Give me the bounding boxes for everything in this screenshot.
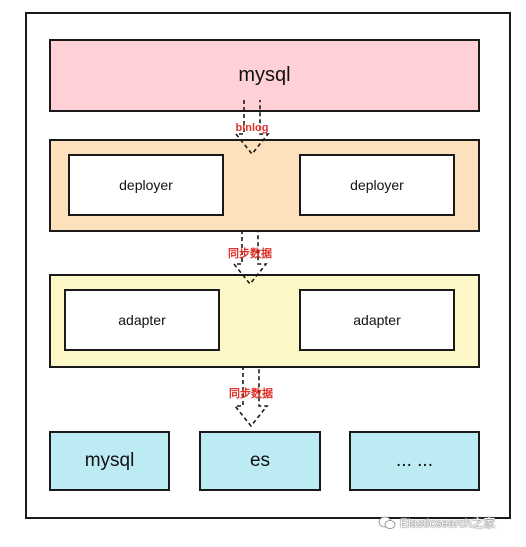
deployer-label-right: deployer — [350, 177, 404, 193]
arrow-label-binlog: binlog — [235, 122, 269, 134]
arrow-label-sync-2: 同步数据 — [229, 388, 273, 400]
deployer-box-left: deployer — [68, 154, 224, 216]
adapter-box-right: adapter — [299, 289, 455, 351]
wechat-icon — [378, 516, 396, 529]
adapter-box-left: adapter — [64, 289, 220, 351]
target-es-box: es — [199, 431, 321, 491]
deployer-box-right: deployer — [299, 154, 455, 216]
target-mysql-box: mysql — [49, 431, 170, 491]
target-es-label: es — [249, 450, 271, 471]
arrow-sync-2 — [233, 366, 269, 428]
watermark: Elasticsearch之家 — [378, 514, 495, 531]
arrow-sync-1 — [232, 230, 268, 286]
arrow-label-sync-1: 同步数据 — [228, 248, 272, 260]
adapter-label-left: adapter — [118, 312, 166, 328]
arrow-binlog — [234, 100, 270, 156]
target-more-label: ... ... — [396, 450, 433, 471]
target-more-box: ... ... — [349, 431, 480, 491]
watermark-text: Elasticsearch之家 — [400, 516, 496, 530]
diagram-frame — [25, 12, 511, 519]
source-mysql-label: mysql — [238, 64, 291, 86]
adapter-label-right: adapter — [353, 312, 401, 328]
target-mysql-label: mysql — [84, 450, 135, 471]
source-mysql-box: mysql — [49, 39, 480, 112]
deployer-label-left: deployer — [119, 177, 173, 193]
